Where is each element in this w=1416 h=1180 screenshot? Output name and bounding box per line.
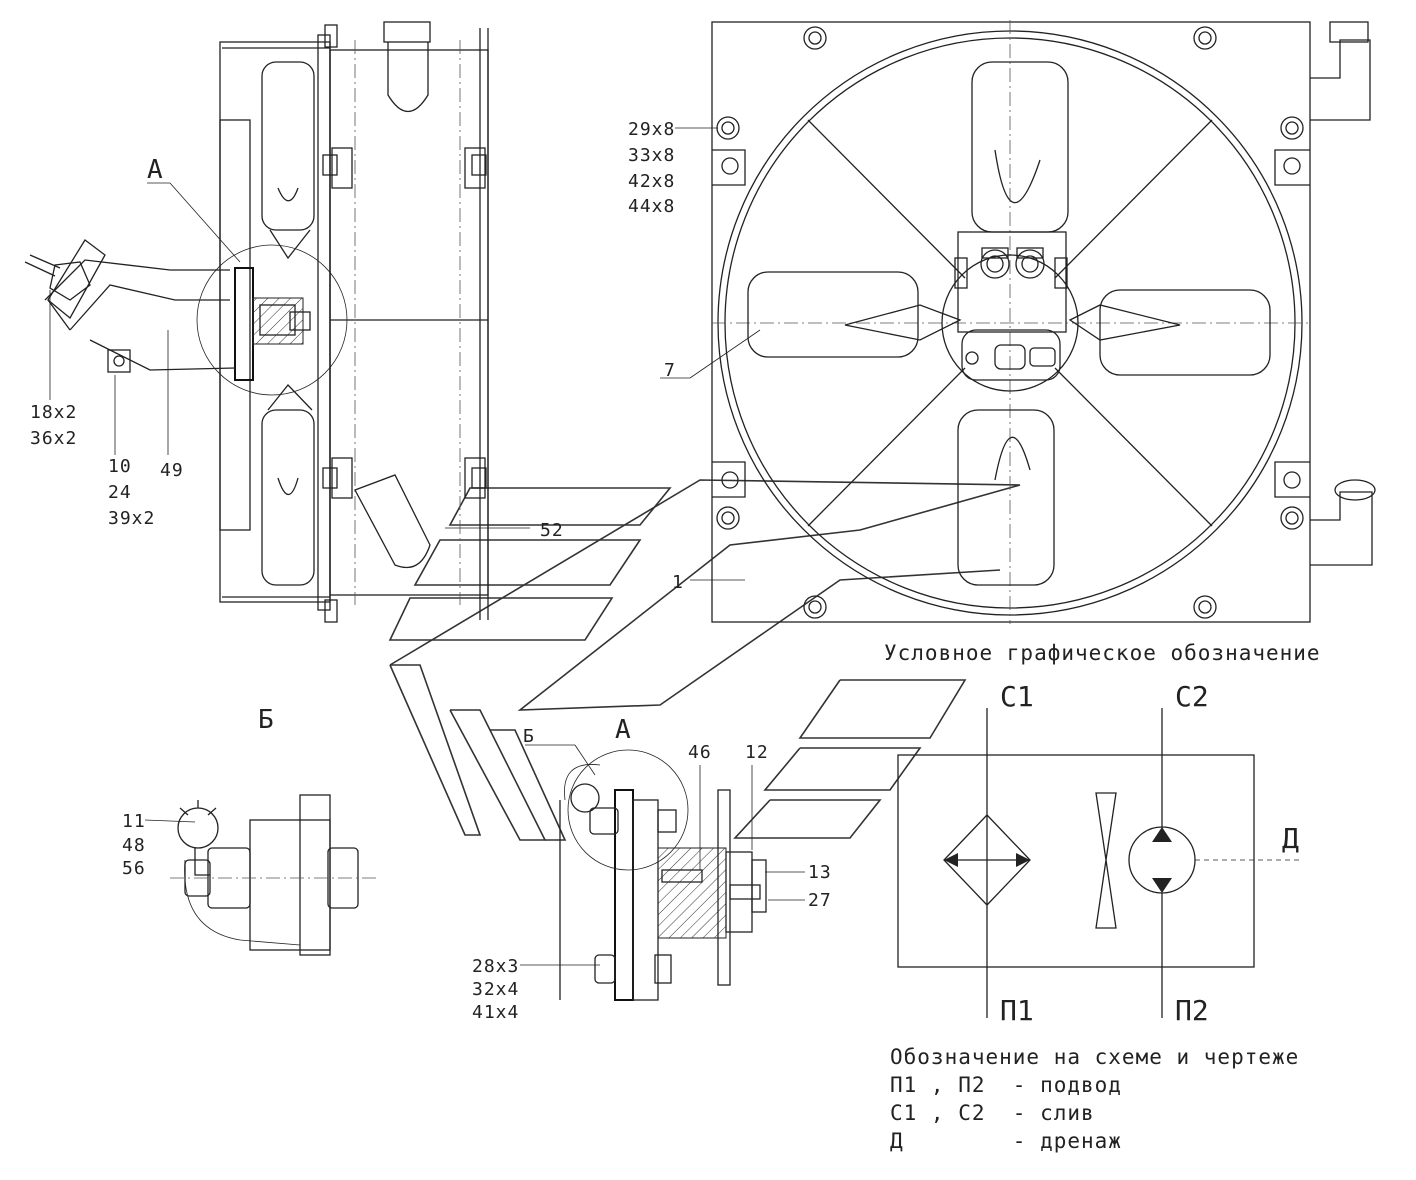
callout-46: 46 — [688, 742, 712, 763]
callout-27: 27 — [808, 890, 832, 911]
hydraulic-symbol — [897, 708, 1300, 1018]
view-a-label: А — [147, 155, 163, 185]
callout-12: 12 — [745, 742, 769, 763]
callout-29: 29x8 — [628, 119, 675, 140]
detail-b — [170, 794, 380, 956]
port-p1: П1 — [1000, 994, 1034, 1027]
callout-28: 28x3 — [472, 956, 519, 977]
callout-11: 11 — [122, 811, 146, 832]
port-c2: С2 — [1175, 680, 1209, 713]
callout-49: 49 — [160, 460, 184, 481]
detail-a-label: А — [615, 715, 631, 745]
callout-48: 48 — [122, 835, 146, 856]
callout-18: 18x2 — [30, 402, 77, 423]
callout-13: 13 — [808, 862, 832, 883]
callout-42: 42x8 — [628, 171, 675, 192]
leader-lines — [49, 127, 805, 966]
legend-row-1: П1 , П2 - подвод — [890, 1073, 1122, 1097]
detail-b-label: Б — [523, 726, 535, 747]
callout-39: 39x2 — [108, 508, 155, 529]
callout-41: 41x4 — [472, 1002, 519, 1023]
callout-10: 10 — [108, 456, 132, 477]
view-b-title: Б — [258, 705, 274, 735]
side-view — [24, 21, 489, 623]
callout-32: 32x4 — [472, 979, 519, 1000]
callout-52: 52 — [540, 520, 564, 541]
front-view — [711, 20, 1376, 624]
detail-a — [525, 744, 767, 1001]
view-labels: А Б Б А — [147, 155, 631, 747]
callout-33: 33x8 — [628, 145, 675, 166]
legend: Обозначение на схеме и чертеже П1 , П2 -… — [890, 1045, 1299, 1153]
callout-44: 44x8 — [628, 196, 675, 217]
port-d: Д — [1282, 822, 1299, 855]
callout-24: 24 — [108, 482, 132, 503]
legend-row-3: Д - дренаж — [890, 1129, 1122, 1153]
callout-7: 7 — [664, 360, 676, 381]
callout-56: 56 — [122, 858, 146, 879]
callout-labels: 29x8 33x8 42x8 44x8 7 1 52 18x2 36x2 10 … — [30, 119, 832, 1023]
symbol-title: Условное графическое обозначение — [884, 641, 1321, 665]
legend-row-2: С1 , С2 - слив — [890, 1101, 1095, 1125]
port-c1: С1 — [1000, 680, 1034, 713]
symbol-labels: Условное графическое обозначение С1 С2 П… — [884, 641, 1321, 1027]
legend-title: Обозначение на схеме и чертеже — [890, 1045, 1299, 1069]
callout-1: 1 — [672, 572, 684, 593]
port-p2: П2 — [1175, 994, 1209, 1027]
callout-36: 36x2 — [30, 428, 77, 449]
